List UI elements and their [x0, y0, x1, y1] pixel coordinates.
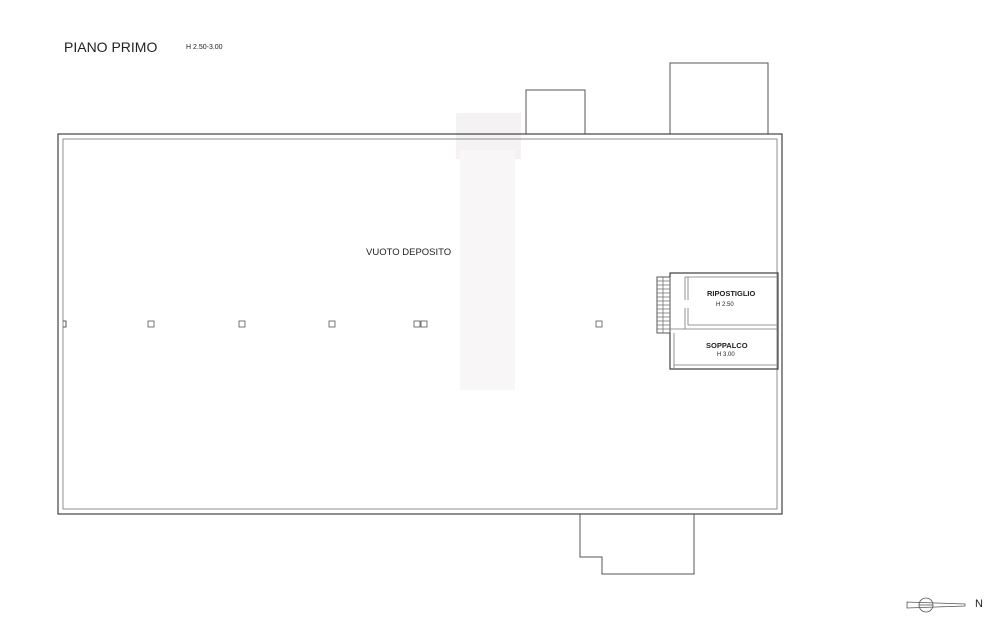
outer-wall [57, 133, 783, 515]
annex-bottom [579, 514, 695, 575]
column [413, 320, 421, 328]
wall-column [63, 320, 67, 328]
compass-north-label: N [975, 598, 983, 610]
height-note: H 2.50-3.00 [186, 44, 223, 51]
inner-wall [62, 138, 778, 510]
annex-top-right [669, 62, 769, 135]
room-height-ripostiglio: H 2.50 [716, 302, 734, 308]
staircase [656, 276, 671, 334]
annex-top-left [525, 89, 586, 135]
page-title: PIANO PRIMO [64, 39, 158, 55]
column [238, 320, 246, 328]
column [147, 320, 155, 328]
column [595, 320, 603, 328]
room-label-soppalco: SOPPALCO [706, 341, 748, 350]
column [420, 320, 428, 328]
storage-block [669, 272, 779, 370]
room-label-ripostiglio: RIPOSTIGLIO [707, 289, 756, 298]
room-height-soppalco: H 3.00 [717, 352, 735, 358]
drawing-smudge-lower [460, 150, 515, 390]
room-label-vuoto-deposito: VUOTO DEPOSITO [366, 247, 452, 258]
column [328, 320, 336, 328]
north-arrow-icon [906, 597, 966, 613]
